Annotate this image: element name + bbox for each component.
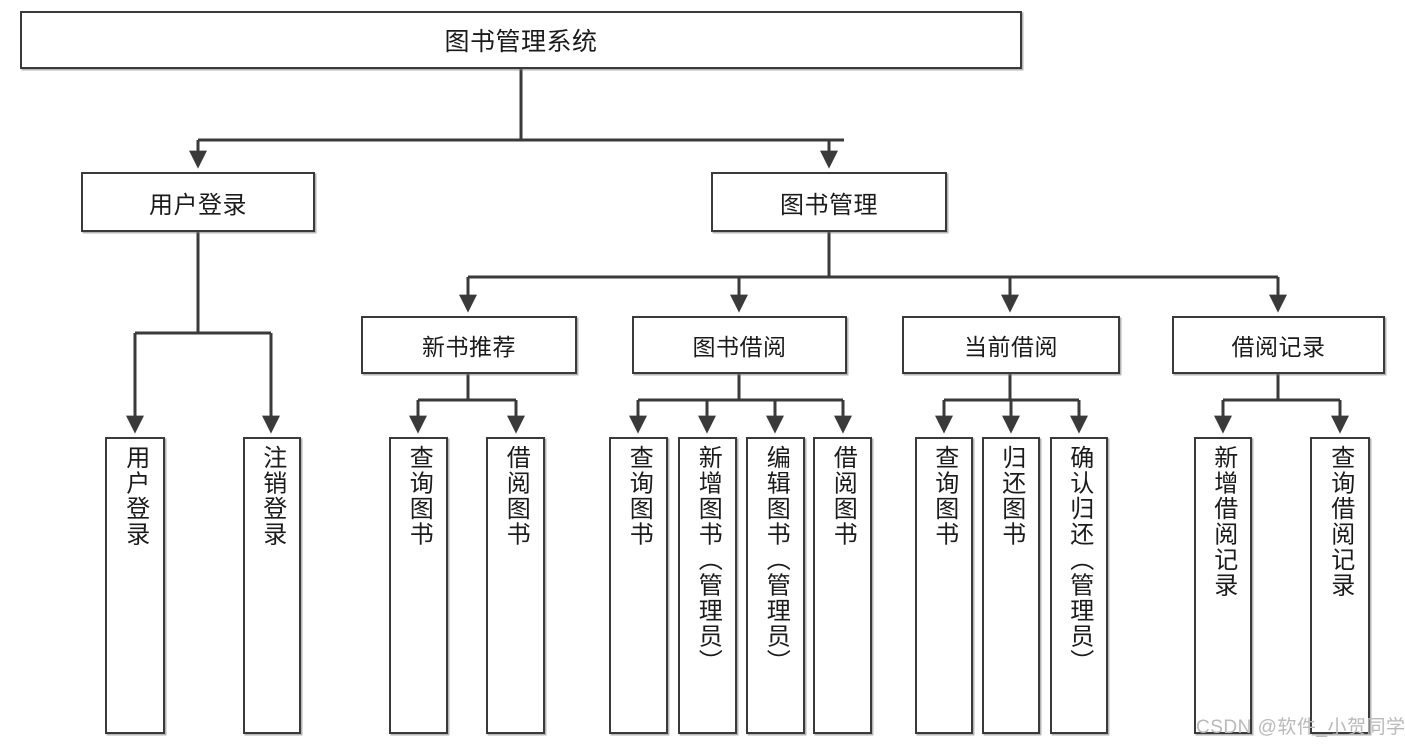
leaf-node[interactable]: 归还图书	[982, 437, 1040, 734]
leaf-node[interactable]: 查询图书	[915, 437, 973, 734]
watermark-text: CSDN @软件_小贺同学	[1196, 717, 1405, 738]
node-new-book-recommendation[interactable]: 新书推荐	[361, 316, 577, 374]
node-root-label: 图书管理系统	[444, 28, 598, 56]
node-book-management[interactable]: 图书管理	[711, 172, 947, 232]
leaf-node[interactable]: 新增图书（管理员）	[678, 437, 737, 734]
leaf-node-label: 用户登录	[121, 445, 149, 547]
node-user-login[interactable]: 用户登录	[81, 172, 315, 232]
node-book-borrow-label: 图书借阅	[692, 334, 787, 360]
leaf-node[interactable]: 用户登录	[105, 437, 165, 734]
leaf-node[interactable]: 确认归还（管理员）	[1050, 437, 1108, 734]
node-book-borrow[interactable]: 图书借阅	[632, 316, 847, 374]
leaf-node-label: 查询图书	[625, 445, 653, 547]
leaf-node-label: 查询图书	[405, 445, 433, 547]
node-current-borrow[interactable]: 当前借阅	[902, 316, 1120, 374]
leaf-node[interactable]: 借阅图书	[486, 437, 545, 734]
leaf-node-label: 新增图书（管理员）	[694, 445, 722, 675]
leaf-node[interactable]: 查询图书	[389, 437, 448, 734]
node-borrow-records[interactable]: 借阅记录	[1172, 316, 1385, 374]
leaf-node[interactable]: 注销登录	[243, 437, 301, 734]
leaf-node[interactable]: 查询图书	[609, 437, 668, 734]
node-user-login-label: 用户登录	[149, 191, 247, 219]
leaf-node[interactable]: 借阅图书	[813, 437, 872, 734]
leaf-node-label: 借阅图书	[502, 445, 530, 547]
leaf-node[interactable]: 编辑图书（管理员）	[746, 437, 805, 734]
leaf-node-label: 查询借阅记录	[1326, 445, 1354, 598]
leaf-node-label: 借阅图书	[829, 445, 857, 547]
leaf-node[interactable]: 查询借阅记录	[1310, 437, 1370, 734]
node-borrow-records-label: 借阅记录	[1231, 334, 1326, 360]
leaf-node-label: 确认归还（管理员）	[1065, 445, 1093, 675]
leaf-node-label: 查询图书	[930, 445, 958, 547]
leaf-node-label: 注销登录	[258, 445, 286, 547]
leaf-node-label: 归还图书	[997, 445, 1025, 547]
node-root[interactable]: 图书管理系统	[20, 11, 1022, 69]
node-current-borrow-label: 当前借阅	[964, 334, 1058, 360]
node-book-management-label: 图书管理	[780, 191, 878, 219]
leaf-node-label: 新增借阅记录	[1209, 445, 1237, 598]
leaf-node-label: 编辑图书（管理员）	[762, 445, 790, 675]
leaf-node[interactable]: 新增借阅记录	[1194, 437, 1252, 734]
node-new-book-recommendation-label: 新书推荐	[422, 334, 516, 360]
